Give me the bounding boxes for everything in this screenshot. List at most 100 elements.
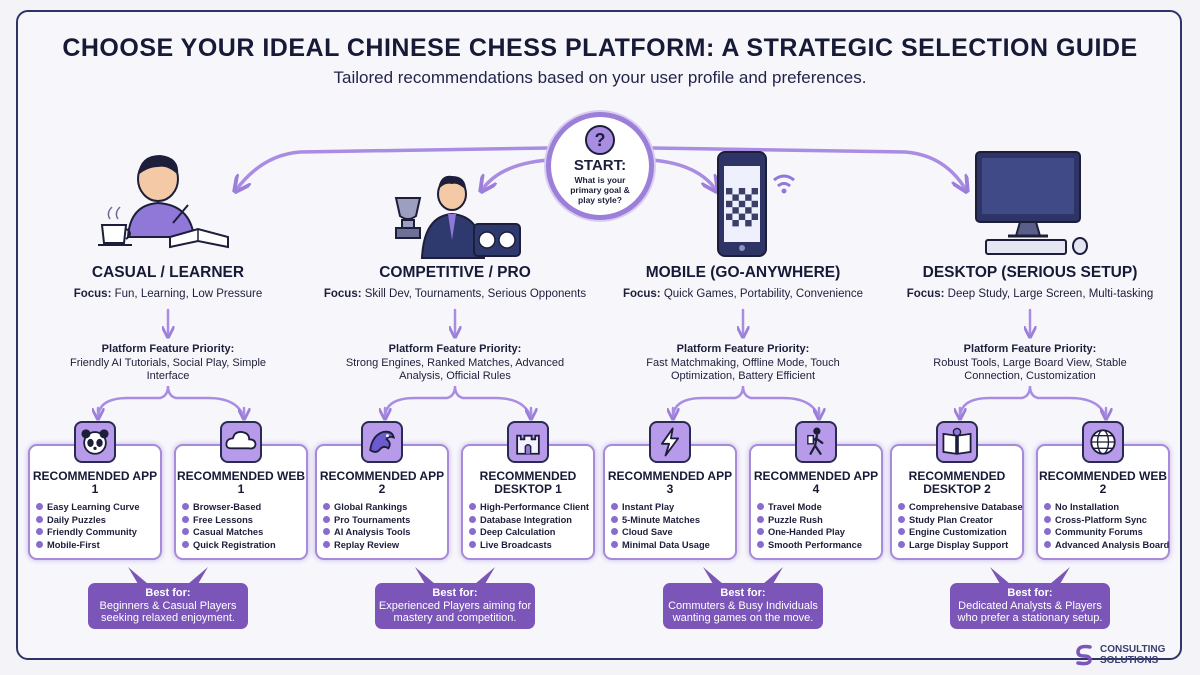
- card-feature: Smooth Performance: [757, 539, 881, 552]
- card-feature: Large Display Support: [898, 539, 1022, 552]
- category-title: DESKTOP (SERIOUS SETUP): [922, 264, 1138, 281]
- best-for-callout: Best for:Dedicated Analysts & Players wh…: [950, 583, 1110, 629]
- bullet-icon: [323, 540, 330, 548]
- card-feature: Travel Mode: [757, 501, 881, 514]
- card-title: RECOMMENDED DESKTOP 1: [479, 469, 577, 496]
- card-feature: Study Plan Creator: [898, 514, 1022, 527]
- board-square: [745, 207, 752, 214]
- dragon-icon: [361, 421, 403, 463]
- bullet-icon: [323, 515, 330, 523]
- card-feature: Comprehensive Database: [898, 501, 1023, 514]
- competitive-pro-illustration: [394, 175, 521, 259]
- bullet-icon: [611, 515, 618, 523]
- callout-pointer: [128, 567, 208, 584]
- card-feature: High-Performance Client: [469, 501, 593, 514]
- card-feature: Live Broadcasts: [469, 539, 593, 552]
- card-feature: Daily Puzzles: [36, 514, 160, 527]
- card-feature: Casual Matches: [182, 526, 306, 539]
- bullet-icon: [1044, 528, 1051, 536]
- category-title: CASUAL / LEARNER: [91, 264, 245, 281]
- connector-arrow: [383, 385, 533, 420]
- start-label: START:: [573, 157, 627, 174]
- feature-priority: Platform Feature Priority:Fast Matchmaki…: [646, 343, 840, 382]
- bullet-icon: [898, 540, 905, 548]
- category-focus: Focus: Fun, Learning, Low Pressure: [73, 288, 263, 300]
- bullet-icon: [757, 515, 764, 523]
- bullet-icon: [182, 540, 189, 548]
- bullet-icon: [182, 528, 189, 536]
- feature-priority: Platform Feature Priority:Friendly AI Tu…: [69, 343, 267, 382]
- bullet-icon: [898, 528, 905, 536]
- feature-priority: Platform Feature Priority:Robust Tools, …: [933, 343, 1127, 382]
- page-title: CHOOSE YOUR IDEAL CHINESE CHESS PLATFORM…: [62, 34, 1138, 62]
- bullet-icon: [36, 540, 43, 548]
- bullet-icon: [36, 503, 43, 510]
- board-square: [751, 200, 758, 208]
- card-feature: Puzzle Rush: [757, 514, 881, 527]
- card-feature: Engine Customization: [898, 526, 1022, 539]
- bullet-icon: [611, 503, 618, 510]
- card-feature: Instant Play: [611, 501, 735, 514]
- connector-arrow: [96, 385, 246, 420]
- board-square: [726, 213, 733, 220]
- bullet-icon: [611, 540, 618, 548]
- hiker-icon: [795, 421, 837, 463]
- start-node: ? START: What is your primary goal & pla…: [546, 112, 654, 220]
- bullet-icon: [36, 528, 43, 536]
- bullet-icon: [611, 528, 618, 536]
- cloud-icon: [220, 421, 262, 463]
- card-title: RECOMMENDED DESKTOP 2: [908, 469, 1006, 496]
- bullet-icon: [182, 515, 189, 523]
- board-square: [726, 188, 733, 195]
- card-title: RECOMMENDED WEB 1: [177, 469, 305, 496]
- card-feature: Browser-Based: [182, 501, 306, 514]
- company-logo: CONSULTING SOLUTIONS: [1072, 643, 1165, 667]
- card-feature: No Installation: [1044, 501, 1168, 514]
- category-title: COMPETITIVE / PRO: [379, 264, 531, 281]
- card-feature: Replay Review: [323, 539, 447, 552]
- card-feature: Cross-Platform Sync: [1044, 514, 1168, 527]
- card-feature: One-Handed Play: [757, 526, 881, 539]
- card-feature: AI Analysis Tools: [323, 526, 447, 539]
- bullet-icon: [757, 540, 764, 548]
- bullet-icon: [323, 503, 330, 510]
- recommendation-card[interactable]: RECOMMENDED DESKTOP 2 Comprehensive Datab…: [890, 444, 1024, 560]
- casual-learner-illustration: [98, 155, 229, 249]
- board-square: [732, 220, 739, 227]
- connector-arrow: [958, 385, 1108, 420]
- book-gear-icon: [936, 421, 978, 463]
- category-focus: Focus: Deep Study, Large Screen, Multi-t…: [906, 288, 1154, 300]
- card-feature: Pro Tournaments: [323, 514, 447, 527]
- category-focus: Focus: Quick Games, Portability, Conveni…: [622, 288, 864, 300]
- board-square: [745, 220, 752, 227]
- bullet-icon: [469, 528, 476, 536]
- bullet-icon: [323, 528, 330, 536]
- start-question: What is your primary goal & play style?: [570, 175, 630, 205]
- bullet-icon: [469, 503, 476, 510]
- feature-priority: Platform Feature Priority:Strong Engines…: [345, 343, 565, 382]
- logo-line-1: CONSULTING: [1100, 644, 1166, 655]
- logo-line-2: SOLUTIONS: [1100, 655, 1159, 666]
- card-title: RECOMMENDED APP 2: [319, 469, 445, 496]
- callout-pointer: [703, 567, 783, 584]
- board-square: [738, 188, 746, 195]
- bullet-icon: [757, 503, 764, 510]
- board-square: [751, 188, 758, 195]
- card-feature: Advanced Analysis Board: [1044, 539, 1169, 552]
- card-feature: Deep Calculation: [469, 526, 593, 539]
- bullet-icon: [1044, 503, 1051, 510]
- recommendation-card[interactable]: RECOMMENDED DESKTOP 1 High-Performance Cl…: [461, 444, 595, 560]
- card-feature: Global Rankings: [323, 501, 447, 514]
- lightning-icon: [649, 421, 691, 463]
- card-title: RECOMMENDED WEB 2: [1039, 469, 1167, 496]
- board-square: [732, 207, 739, 214]
- card-feature: 5-Minute Matches: [611, 514, 735, 527]
- card-feature: Mobile-First: [36, 539, 160, 552]
- board-square: [751, 213, 758, 220]
